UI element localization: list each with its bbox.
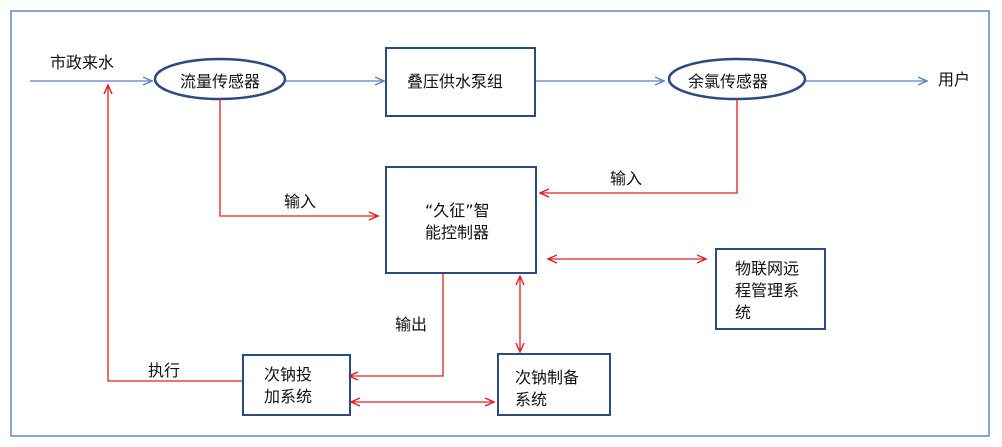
municipal-water-label: 市政来水 bbox=[50, 53, 115, 72]
prep-label-line2: 系统 bbox=[515, 390, 548, 409]
signal-controller-to-dosing bbox=[349, 274, 444, 376]
edge-label-input-left: 输入 bbox=[284, 192, 317, 211]
iot-label-line3: 统 bbox=[735, 303, 752, 322]
iot-label-line1: 物联网远 bbox=[735, 259, 800, 278]
user-label: 用户 bbox=[938, 70, 971, 89]
prep-label-line1: 次钠制备 bbox=[515, 368, 580, 387]
iot-label-line2: 程管理系 bbox=[735, 281, 800, 300]
dosing-system-box: 次钠投 加系统 bbox=[242, 354, 351, 416]
outer-frame bbox=[10, 10, 990, 437]
chlorine-sensor-label: 余氯传感器 bbox=[688, 72, 769, 91]
pump-set-box: 叠压供水泵组 bbox=[385, 47, 536, 117]
controller-box: “久征”智 能控制器 bbox=[385, 166, 537, 274]
controller-label-line2: 能控制器 bbox=[425, 223, 490, 242]
edge-label-execute: 执行 bbox=[148, 361, 181, 380]
prep-system-box: 次钠制备 系统 bbox=[497, 353, 611, 416]
edge-label-output: 输出 bbox=[395, 315, 428, 334]
pump-set-label: 叠压供水泵组 bbox=[407, 72, 504, 91]
edge-label-input-right: 输入 bbox=[610, 169, 643, 188]
iot-system-box: 物联网远 程管理系 统 bbox=[715, 248, 826, 330]
signal-dosing-execute bbox=[108, 85, 242, 382]
signal-flow-sensor-to-controller bbox=[219, 99, 378, 216]
dosing-label-line1: 次钠投 bbox=[264, 365, 313, 384]
controller-label-line1: “久征”智 bbox=[425, 201, 490, 220]
signal-chlorine-sensor-to-controller bbox=[540, 99, 738, 193]
dosing-label-line2: 加系统 bbox=[264, 387, 313, 406]
flow-sensor-label: 流量传感器 bbox=[180, 72, 261, 91]
